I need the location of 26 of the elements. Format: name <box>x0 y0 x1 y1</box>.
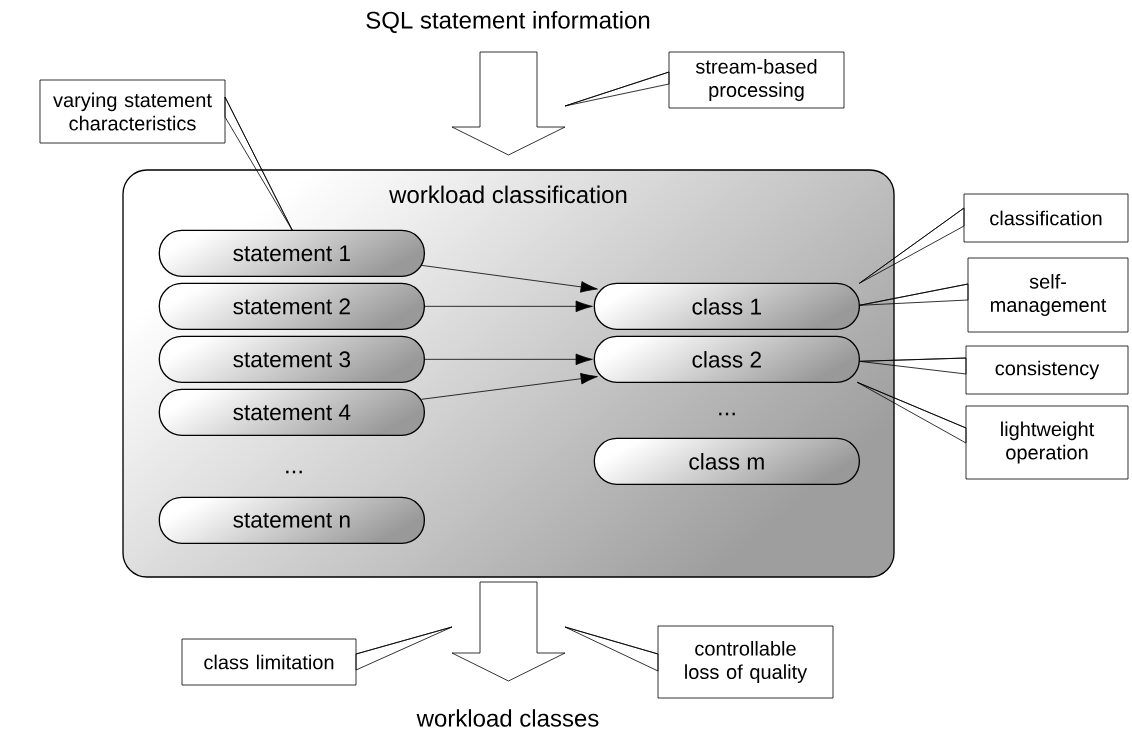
rounded-box: statement 1 <box>158 229 425 277</box>
callout-box: classification <box>963 193 1129 243</box>
rounded-box: class 2 <box>593 335 860 383</box>
arrow <box>420 264 598 293</box>
callout-box: varying statement characteristics <box>39 79 226 144</box>
block-arrow <box>451 51 566 156</box>
callout-box: lightweight operation <box>965 405 1129 480</box>
rounded-box: statement 4 <box>158 388 425 436</box>
arrow <box>423 353 593 366</box>
ellipsis: ... <box>286 470 302 474</box>
callout-box: stream-based processing <box>668 51 845 109</box>
caption-text: SQL statement information <box>366 11 650 33</box>
rounded-box: class m <box>593 437 860 485</box>
callout-box: self-management <box>967 257 1129 333</box>
rounded-box: statement n <box>158 496 425 544</box>
caption-text: workload classes <box>416 709 599 727</box>
arrow <box>423 300 593 313</box>
ellipsis: ... <box>719 412 735 416</box>
rounded-box: class 1 <box>593 282 860 330</box>
callout-box: class limitation <box>181 638 357 686</box>
callout-box: consistency <box>965 345 1129 395</box>
block-arrow <box>451 581 566 682</box>
rounded-box: statement 3 <box>158 335 425 383</box>
rounded-box: statement 2 <box>158 282 425 330</box>
callout-box: controllable loss of quality <box>657 625 834 699</box>
arrow <box>420 372 598 400</box>
